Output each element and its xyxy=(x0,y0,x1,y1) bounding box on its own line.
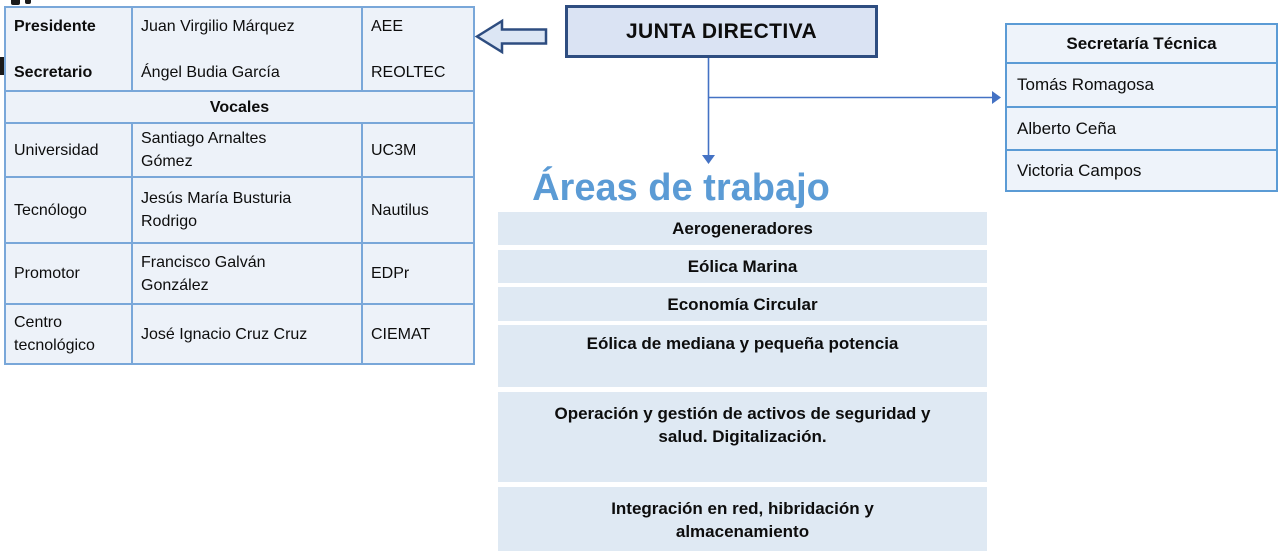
secretaria-member-cell: Victoria Campos xyxy=(1005,149,1278,192)
secretaria-tecnica-table: Secretaría Técnica Tomás Romagosa Albert… xyxy=(1005,23,1278,192)
area-item-economia-circular: Economía Circular xyxy=(498,287,987,321)
vocal-org-cell: EDPr xyxy=(361,242,475,305)
vocal-category-cell: Promotor xyxy=(4,242,133,305)
area-item-integracion-red: Integración en red, hibridación y almace… xyxy=(498,487,987,551)
vocal-name-cell: Jesús María Busturia Rodrigo xyxy=(131,176,363,244)
vocal-name-cell: Santiago Arnaltes Gómez xyxy=(131,122,363,178)
vocal-name-cell: Francisco Galván González xyxy=(131,242,363,305)
left-block-arrow-icon xyxy=(474,18,548,55)
officer-roles-cell: Presidente Secretario xyxy=(4,6,133,92)
table-row: Alberto Ceña xyxy=(1005,106,1278,151)
cropped-text-artifact xyxy=(0,57,4,75)
area-item-label: Aerogeneradores xyxy=(672,219,813,238)
table-row: Tomás Romagosa xyxy=(1005,62,1278,108)
table-row-header: Secretaría Técnica xyxy=(1005,23,1278,64)
secretaria-header-cell: Secretaría Técnica xyxy=(1005,23,1278,64)
arrowhead-right-icon xyxy=(992,91,1001,104)
vocal-category-cell: Centro tecnológico xyxy=(4,303,133,365)
vocal-org-cell: UC3M xyxy=(361,122,475,178)
area-item-eolica-marina: Eólica Marina xyxy=(498,250,987,283)
cropped-text-artifact xyxy=(25,0,31,4)
junta-directiva-label: JUNTA DIRECTIVA xyxy=(625,19,818,43)
officer-names-cell: Juan Virgilio Márquez Ángel Budia García xyxy=(131,6,363,92)
area-item-label: Economía Circular xyxy=(667,294,818,314)
area-item-aerogeneradores: Aerogeneradores xyxy=(498,212,987,245)
table-row-vocales-header: Vocales xyxy=(4,90,475,124)
officer-orgs-cell: AEE REOLTEC xyxy=(361,6,475,92)
area-item-label: Integración en red, hibridación y almace… xyxy=(611,499,874,541)
secretaria-member-cell: Alberto Ceña xyxy=(1005,106,1278,151)
junta-directiva-box: JUNTA DIRECTIVA xyxy=(565,5,878,58)
table-row-officers: Presidente Secretario Juan Virgilio Márq… xyxy=(4,6,475,92)
vocal-category-cell: Universidad xyxy=(4,122,133,178)
cropped-text-artifact xyxy=(11,0,20,5)
vocal-org-cell: CIEMAT xyxy=(361,303,475,365)
secretaria-member-cell: Tomás Romagosa xyxy=(1005,62,1278,108)
area-item-label: Eólica Marina xyxy=(687,257,798,276)
junta-directiva-table: Presidente Secretario Juan Virgilio Márq… xyxy=(4,6,475,365)
table-row: Promotor Francisco Galván González EDPr xyxy=(4,242,475,305)
table-row: Centro tecnológico José Ignacio Cruz Cru… xyxy=(4,303,475,365)
table-row: Victoria Campos xyxy=(1005,149,1278,192)
area-item-label: Operación y gestión de activos de seguri… xyxy=(554,404,931,446)
arrowhead-down-icon xyxy=(702,155,715,164)
vocal-name-cell: José Ignacio Cruz Cruz xyxy=(131,303,363,365)
table-row: Tecnólogo Jesús María Busturia Rodrigo N… xyxy=(4,176,475,244)
table-row: Universidad Santiago Arnaltes Gómez UC3M xyxy=(4,122,475,178)
area-item-operacion-gestion: Operación y gestión de activos de seguri… xyxy=(498,392,987,482)
vocal-category-cell: Tecnólogo xyxy=(4,176,133,244)
area-item-label: Eólica de mediana y pequeña potencia xyxy=(586,334,899,353)
vocales-header-cell: Vocales xyxy=(4,90,475,124)
area-item-eolica-mediana-pequena: Eólica de mediana y pequeña potencia xyxy=(498,325,987,387)
vocal-org-cell: Nautilus xyxy=(361,176,475,244)
areas-title: Áreas de trabajo xyxy=(532,167,830,209)
